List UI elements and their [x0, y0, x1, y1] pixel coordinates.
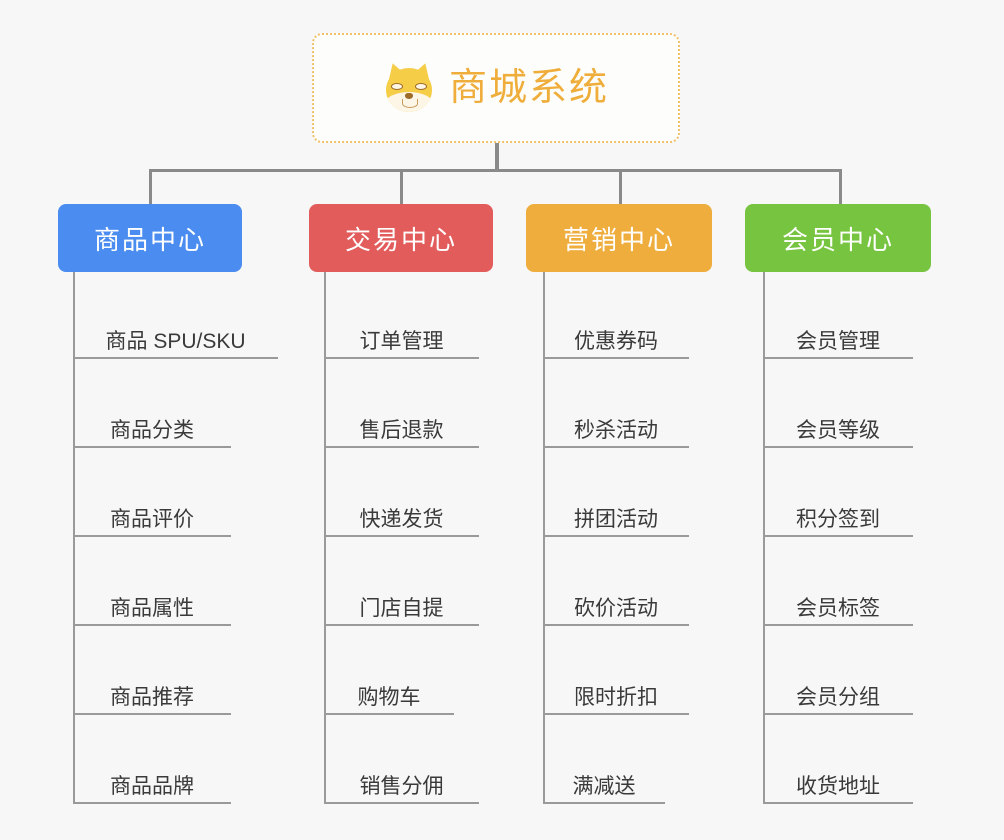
leaf-item-label: 砍价活动 — [574, 596, 658, 620]
drop-line-branch-1 — [400, 169, 403, 205]
leaf-item[interactable]: 订单管理 — [324, 309, 479, 359]
category-label: 交易中心 — [344, 224, 457, 255]
leaf-item[interactable]: 限时折扣 — [543, 665, 689, 715]
leaf-item[interactable]: 会员等级 — [763, 398, 913, 448]
leaf-item-label: 收货地址 — [796, 774, 880, 798]
category-label: 商品中心 — [93, 224, 206, 255]
branch-trunk-line — [73, 272, 75, 804]
leaf-item[interactable]: 收货地址 — [763, 754, 913, 804]
leaf-item[interactable]: 购物车 — [324, 665, 454, 715]
leaf-item-label: 订单管理 — [359, 329, 444, 353]
leaf-item[interactable]: 会员管理 — [763, 309, 913, 359]
category-box[interactable]: 交易中心 — [309, 204, 493, 272]
leaf-item[interactable]: 商品推荐 — [73, 665, 231, 715]
leaf-item[interactable]: 优惠券码 — [543, 309, 689, 359]
leaf-item-label: 秒杀活动 — [574, 418, 658, 442]
root-node[interactable]: 商城系统 — [312, 33, 680, 143]
leaf-item[interactable]: 拼团活动 — [543, 487, 689, 537]
branch-trunk-line — [324, 272, 326, 804]
leaf-item-label: 商品评价 — [110, 507, 194, 531]
leaf-item[interactable]: 销售分佣 — [324, 754, 479, 804]
root-stem-line — [495, 143, 499, 171]
leaf-item-label: 优惠券码 — [574, 329, 658, 353]
category-box[interactable]: 营销中心 — [526, 204, 712, 272]
leaf-item[interactable]: 砍价活动 — [543, 576, 689, 626]
leaf-item-label: 会员标签 — [796, 596, 880, 620]
leaf-item[interactable]: 门店自提 — [324, 576, 479, 626]
leaf-item-label: 销售分佣 — [359, 774, 444, 798]
leaf-item-label: 商品品牌 — [110, 774, 194, 798]
leaf-item-label: 会员分组 — [796, 685, 880, 709]
leaf-item-label: 商品 SPU/SKU — [105, 329, 246, 353]
leaf-item-label: 会员管理 — [796, 329, 880, 353]
leaf-item-label: 商品分类 — [110, 418, 194, 442]
leaf-item-label: 会员等级 — [796, 418, 880, 442]
leaf-item-label: 限时折扣 — [574, 685, 658, 709]
leaf-item-label: 商品推荐 — [110, 685, 194, 709]
leaf-item[interactable]: 秒杀活动 — [543, 398, 689, 448]
leaf-item[interactable]: 商品 SPU/SKU — [73, 309, 278, 359]
horizontal-bus-line — [149, 169, 842, 172]
leaf-item-label: 快递发货 — [359, 507, 444, 531]
leaf-item[interactable]: 售后退款 — [324, 398, 479, 448]
leaf-item-label: 商品属性 — [110, 596, 194, 620]
category-box[interactable]: 商品中心 — [58, 204, 242, 272]
category-box[interactable]: 会员中心 — [745, 204, 931, 272]
leaf-item[interactable]: 满减送 — [543, 754, 665, 804]
shiba-inu-face-icon — [383, 60, 435, 114]
category-label: 营销中心 — [562, 224, 675, 255]
category-label: 会员中心 — [781, 224, 894, 255]
leaf-item-label: 门店自提 — [359, 596, 444, 620]
leaf-item[interactable]: 商品评价 — [73, 487, 231, 537]
leaf-item-label: 拼团活动 — [574, 507, 658, 531]
drop-line-branch-2 — [619, 169, 622, 205]
leaf-item[interactable]: 积分签到 — [763, 487, 913, 537]
drop-line-branch-3 — [839, 169, 842, 205]
leaf-item-label: 购物车 — [357, 685, 421, 709]
drop-line-branch-0 — [149, 169, 152, 205]
leaf-item[interactable]: 会员分组 — [763, 665, 913, 715]
leaf-item-label: 积分签到 — [796, 507, 880, 531]
root-title: 商城系统 — [448, 67, 609, 109]
leaf-item[interactable]: 商品属性 — [73, 576, 231, 626]
leaf-item[interactable]: 商品分类 — [73, 398, 231, 448]
branch-trunk-line — [763, 272, 765, 804]
leaf-item[interactable]: 商品品牌 — [73, 754, 231, 804]
branch-trunk-line — [543, 272, 545, 804]
leaf-item[interactable]: 快递发货 — [324, 487, 479, 537]
leaf-item-label: 售后退款 — [359, 418, 444, 442]
leaf-item-label: 满减送 — [572, 774, 636, 798]
leaf-item[interactable]: 会员标签 — [763, 576, 913, 626]
